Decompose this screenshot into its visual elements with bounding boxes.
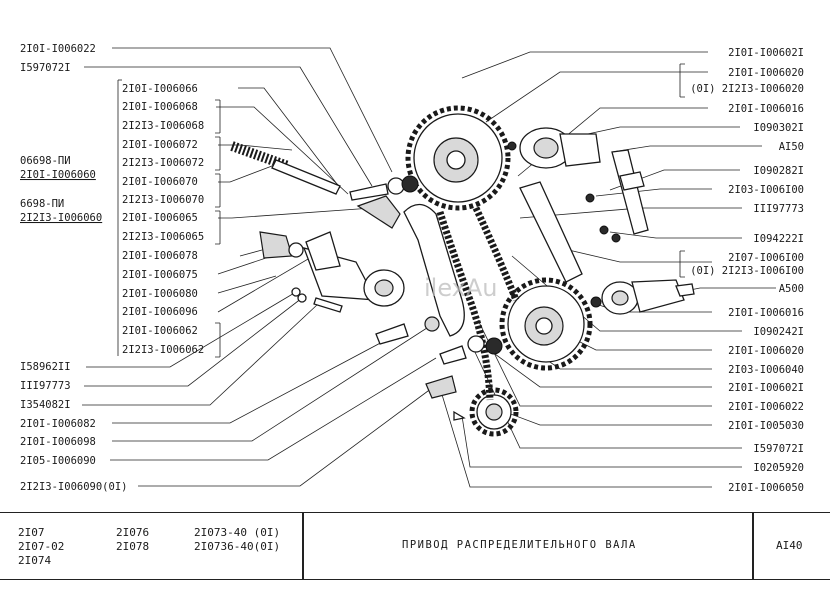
part-label: A500 [779,283,804,295]
part-label: 2I0I-I006050 [728,482,804,494]
part-label: 2I03-I006I00 [728,184,804,196]
part-label: 2I0I-I006022 [728,401,804,413]
part-label: AI50 [779,141,804,153]
chain-damper [403,181,583,337]
part-label: 2I0I-I006072 [122,139,198,151]
model-code: 2I076 [116,526,150,539]
part-label: 2I0I-I006068 [122,101,198,113]
crankshaft-sprocket [469,387,519,437]
chain-tensioner [302,231,405,307]
part-label: 2I0I-I006078 [122,250,198,262]
part-label: I090302I [753,122,804,134]
model-code: 2I07-02 [18,540,65,553]
left-brackets [117,79,221,358]
part-label: 2I0I-I006020 [728,67,804,79]
tensioner-spring [230,141,341,195]
part-label: 2I0I-I006022 [20,43,96,55]
part-label: 2I0I-I006096 [122,306,198,318]
part-label: 2I2I3-I006068 [122,120,204,132]
camshaft-sprocket-top [405,105,511,211]
part-label: 2I0I-I006066 [122,83,198,95]
right-brackets [679,63,685,278]
part-label: 2I0I-I006080 [122,288,198,300]
part-label: 2I03-I006040 [728,364,804,376]
exploded-parts-diagram: 2I0I-I006022 I597072I 2I0I-I006066 2I0I-… [20,43,804,494]
title-block: 2I07 2I07-02 2I074 2I076 2I078 2I073-40 … [0,512,830,580]
part-label: 2I05-I006090 [20,455,96,467]
part-label: 2I0I-I006098 [20,436,96,448]
part-label: 2I0I-I006075 [122,269,198,281]
part-label: 2I0I-I005030 [728,420,804,432]
model-code: 2I074 [18,554,52,567]
watermark: ilexAu [424,274,498,302]
part-label: 2I0I-I006016 [728,307,804,319]
part-label: I597072I [20,62,71,74]
part-label: 2I2I3-I006062 [122,344,204,356]
drawing-title: ПРИВОД РАСПРЕДЕЛИТЕЛЬНОГО ВАЛА [402,539,637,551]
part-label: I090242I [753,326,804,338]
part-label: I090282I [753,165,804,177]
part-label: 2I0I-I00602I [728,47,804,59]
part-label: 2I0I-I006020 [728,345,804,357]
drawing-code: AI40 [776,539,803,552]
part-label: 2I07-I006I00 [728,252,804,264]
part-label: 2I0I-I006060 [20,169,96,181]
part-label: I58962II [20,361,71,373]
part-label: 2I2I3-I006070 [122,194,204,206]
part-label: III97773 [753,203,804,215]
part-label: 2I0I-I006062 [122,325,198,337]
oil-pump-drive [507,127,601,169]
part-label: I094222I [753,233,804,245]
model-code: 2I078 [116,540,150,553]
part-label: (0I) 2I2I3-I006020 [690,83,804,95]
auxiliary-shaft-drive [590,279,695,315]
part-label: (0I) 2I2I3-I006I00 [690,265,804,277]
left-labels: 2I0I-I006022 I597072I 2I0I-I006066 2I0I-… [20,43,204,493]
part-label: I597072I [753,443,804,455]
part-label: 2I0I-I006016 [728,103,804,115]
intermediate-sprocket [499,277,593,371]
part-label: I354082I [20,399,71,411]
right-labels: 2I0I-I00602I 2I0I-I006020 (0I) 2I2I3-I00… [690,47,804,494]
timing-chain [436,206,520,401]
part-label: 6698-ПИ [20,198,64,210]
part-label: 2I2I3-I006065 [122,231,204,243]
part-label: 2I2I3-I006060 [20,212,102,224]
part-label: III97773 [20,380,71,392]
part-label: 06698-ПИ [20,155,71,167]
part-label: 2I0I-I006082 [20,418,96,430]
model-code: 2I07 [18,526,45,539]
part-label: I0205920 [753,462,804,474]
model-code: 2I0736-40(0I) [194,540,281,553]
part-label: 2I2I3-I006090(0I) [20,481,127,493]
tensioner-plunger [259,195,401,259]
part-label: 2I2I3-I006072 [122,157,204,169]
part-label: 2I0I-I00602I [728,382,804,394]
part-label: 2I0I-I006070 [122,176,198,188]
part-label: 2I0I-I006065 [122,212,198,224]
bolts-and-washers [291,175,503,421]
upper-damper-bracket [585,149,649,243]
model-code: 2I073-40 (0I) [194,526,281,539]
